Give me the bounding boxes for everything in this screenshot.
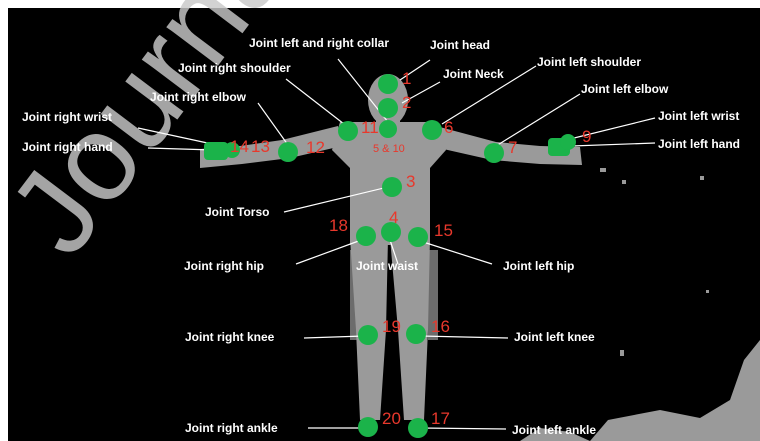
label-right-hand: Joint right hand (22, 140, 113, 154)
label-right-wrist: Joint right wrist (22, 110, 112, 124)
number-3: 3 (406, 172, 415, 191)
joint-left-knee-marker (406, 324, 426, 344)
number-7: 7 (508, 138, 517, 157)
label-torso: Joint Torso (205, 205, 269, 219)
joint-right-ankle-marker (358, 417, 378, 437)
joint-right-elbow-marker (278, 142, 298, 162)
number-5-10: 5 & 10 (373, 143, 405, 155)
label-head: Joint head (430, 38, 490, 52)
number-1: 1 (402, 69, 411, 88)
label-right-elbow: Joint right elbow (150, 90, 247, 104)
label-neck: Joint Neck (443, 67, 504, 81)
label-left-knee: Joint left knee (514, 330, 595, 344)
label-left-hand: Joint left hand (658, 137, 740, 151)
label-left-hip: Joint left hip (503, 259, 574, 273)
joint-left-wrist-marker (560, 134, 576, 150)
label-right-knee: Joint right knee (185, 330, 275, 344)
number-19: 19 (382, 317, 401, 336)
number-4: 4 (389, 208, 398, 227)
number-13: 13 (251, 137, 270, 156)
label-left-shoulder: Joint left shoulder (537, 55, 641, 69)
label-left-ankle: Joint left ankle (512, 423, 596, 437)
number-11: 11 (361, 118, 379, 137)
joint-neck-marker (378, 98, 398, 118)
joint-torso-marker (382, 177, 402, 197)
number-17: 17 (431, 409, 450, 428)
joint-right-shoulder-marker (338, 121, 358, 141)
left-white-margin (0, 0, 8, 441)
top-white-margin (0, 0, 760, 8)
number-6: 6 (444, 118, 453, 137)
joint-left-ankle-marker (408, 418, 428, 438)
label-right-shoulder: Joint right shoulder (178, 61, 291, 75)
number-18: 18 (329, 216, 348, 235)
joint-left-shoulder-marker (422, 120, 442, 140)
joint-head-marker (378, 74, 398, 94)
number-14: 14 (230, 137, 249, 156)
label-right-ankle: Joint right ankle (185, 421, 278, 435)
label-collar: Joint left and right collar (249, 36, 389, 50)
number-15: 15 (434, 221, 453, 240)
label-left-elbow: Joint left elbow (581, 82, 669, 96)
number-9: 9 (582, 127, 591, 146)
number-20: 20 (382, 409, 401, 428)
joint-collar-marker (379, 120, 397, 138)
number-12: 12 (306, 138, 325, 157)
label-waist: Joint waist (356, 259, 418, 273)
joint-left-hip-marker (408, 227, 428, 247)
number-16: 16 (431, 317, 450, 336)
number-2: 2 (402, 93, 411, 112)
joint-right-knee-marker (358, 325, 378, 345)
label-right-hip: Joint right hip (184, 259, 264, 273)
joint-right-hip-marker (356, 226, 376, 246)
joint-left-elbow-marker (484, 143, 504, 163)
label-left-wrist: Joint left wrist (658, 109, 739, 123)
